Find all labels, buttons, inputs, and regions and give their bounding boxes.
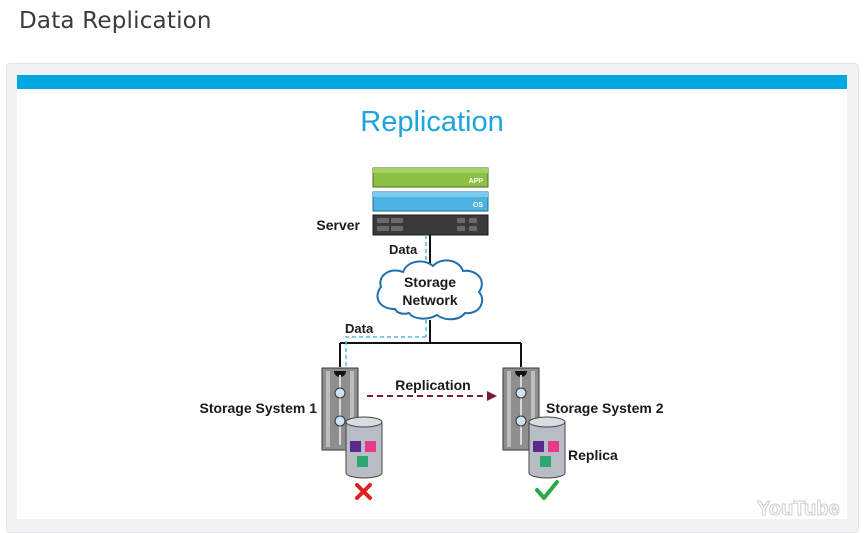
- storage-network-cloud-icon: [376, 259, 484, 321]
- storage-system-1-label: Storage System 1: [200, 400, 318, 416]
- storage-system-2-label: Storage System 2: [546, 400, 664, 416]
- x-icon: [355, 483, 372, 500]
- check-icon: [535, 480, 559, 500]
- video-player[interactable]: Replication APP OS Server Data: [17, 75, 847, 519]
- replica-disk-icon: [528, 416, 566, 479]
- replication-label: Replication: [395, 377, 470, 393]
- youtube-watermark-icon[interactable]: YouTube: [757, 498, 841, 520]
- slide-title: Replication: [360, 106, 503, 138]
- network-label-line1: Storage: [404, 274, 456, 290]
- server-label: Server: [316, 217, 360, 233]
- data-label-top: Data: [389, 242, 418, 257]
- replication-slide: Replication APP OS Server Data: [17, 75, 847, 519]
- storage-system-1-icon: [321, 367, 359, 451]
- os-layer-label: OS: [473, 202, 483, 209]
- data-label-bottom: Data: [345, 321, 374, 336]
- page-title: Data Replication: [19, 8, 212, 34]
- slide-accent-bar: [17, 75, 847, 89]
- storage-1-disk-icon: [345, 416, 383, 479]
- server-icon: APP OS: [372, 167, 489, 236]
- replication-arrow-icon: [487, 391, 497, 401]
- replica-label: Replica: [568, 447, 618, 463]
- youtube-watermark-text: YouTube: [757, 498, 840, 519]
- app-layer-label: APP: [469, 178, 484, 185]
- network-label-line2: Network: [402, 292, 457, 308]
